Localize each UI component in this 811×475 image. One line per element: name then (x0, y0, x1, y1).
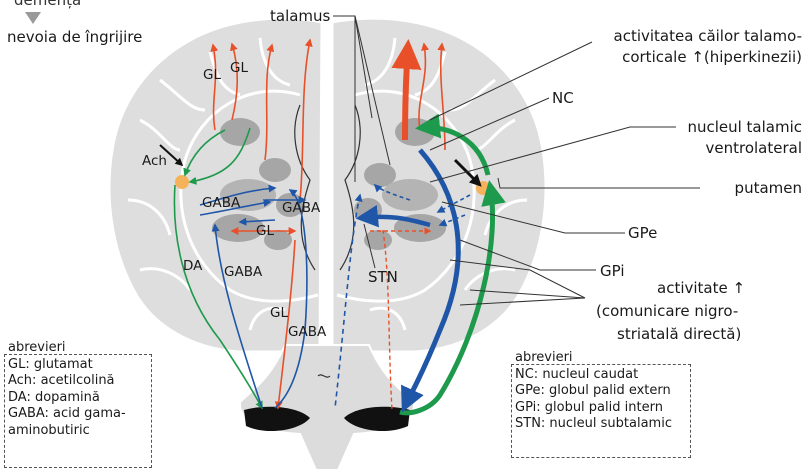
legend-right: abrevieri NC: nucleul caudat GPe: globul… (511, 364, 691, 458)
legend-left-title: abrevieri (8, 340, 148, 357)
gl-label-c: GL (256, 223, 274, 239)
legend-right-item: GPe: globul palid extern (515, 383, 687, 400)
ach-label: Ach (142, 153, 167, 169)
gaba-label-c: GABA (224, 264, 263, 280)
legend-left-item: GL: glutamat (8, 357, 148, 374)
gpe-label: GPe (628, 224, 657, 242)
legend-left-item: GABA: acid gama- (8, 406, 148, 423)
stn-label: STN (368, 268, 398, 286)
activity-line2: (comunicare nigro- (596, 302, 738, 320)
legend-right-item: STN: nucleul subtalamic (515, 416, 687, 433)
pathway-activity-line1: activitatea căilor talamo- (614, 27, 802, 45)
gaba-label-d: GABA (288, 324, 327, 340)
need-of-care-label: nevoia de îngrijire (7, 28, 142, 46)
ach-node-left (175, 175, 189, 189)
thalamic-nucleus-line2: ventrolateral (705, 139, 802, 157)
gl-label-d: GL (270, 305, 288, 321)
activity-line3: striatală directă) (617, 325, 741, 343)
nc-label: NC (552, 89, 574, 107)
legend-left-item: Ach: acetilcolină (8, 373, 148, 390)
da-label: DA (183, 258, 203, 274)
gpi-label: GPi (600, 262, 625, 280)
thalamic-nucleus-line1: nucleul talamic (687, 118, 802, 136)
gl-label-b: GL (230, 60, 248, 76)
dementia-cut-label: demența (14, 0, 81, 9)
brainstem (240, 345, 414, 470)
activity-line1: activitate ↑ (657, 279, 745, 297)
pathway-activity-line2: corticale ↑(hiperkinezii) (622, 48, 802, 66)
gl-label-a: GL (203, 67, 221, 83)
legend-right-item: NC: nucleul caudat (515, 367, 687, 384)
legend-left-item: DA: dopamină (8, 390, 148, 407)
legend-left: abrevieri GL: glutamat Ach: acetilcolină… (4, 354, 152, 468)
gaba-label-a: GABA (202, 195, 241, 211)
down-arrow-icon (25, 12, 41, 24)
legend-right-title: abrevieri (515, 350, 687, 367)
talamus-label: talamus (270, 7, 330, 25)
gaba-label-b: GABA (282, 200, 321, 216)
legend-left-item: aminobutiric (8, 423, 148, 440)
legend-right-item: GPi: globul palid intern (515, 400, 687, 417)
putamen-label: putamen (735, 179, 802, 197)
